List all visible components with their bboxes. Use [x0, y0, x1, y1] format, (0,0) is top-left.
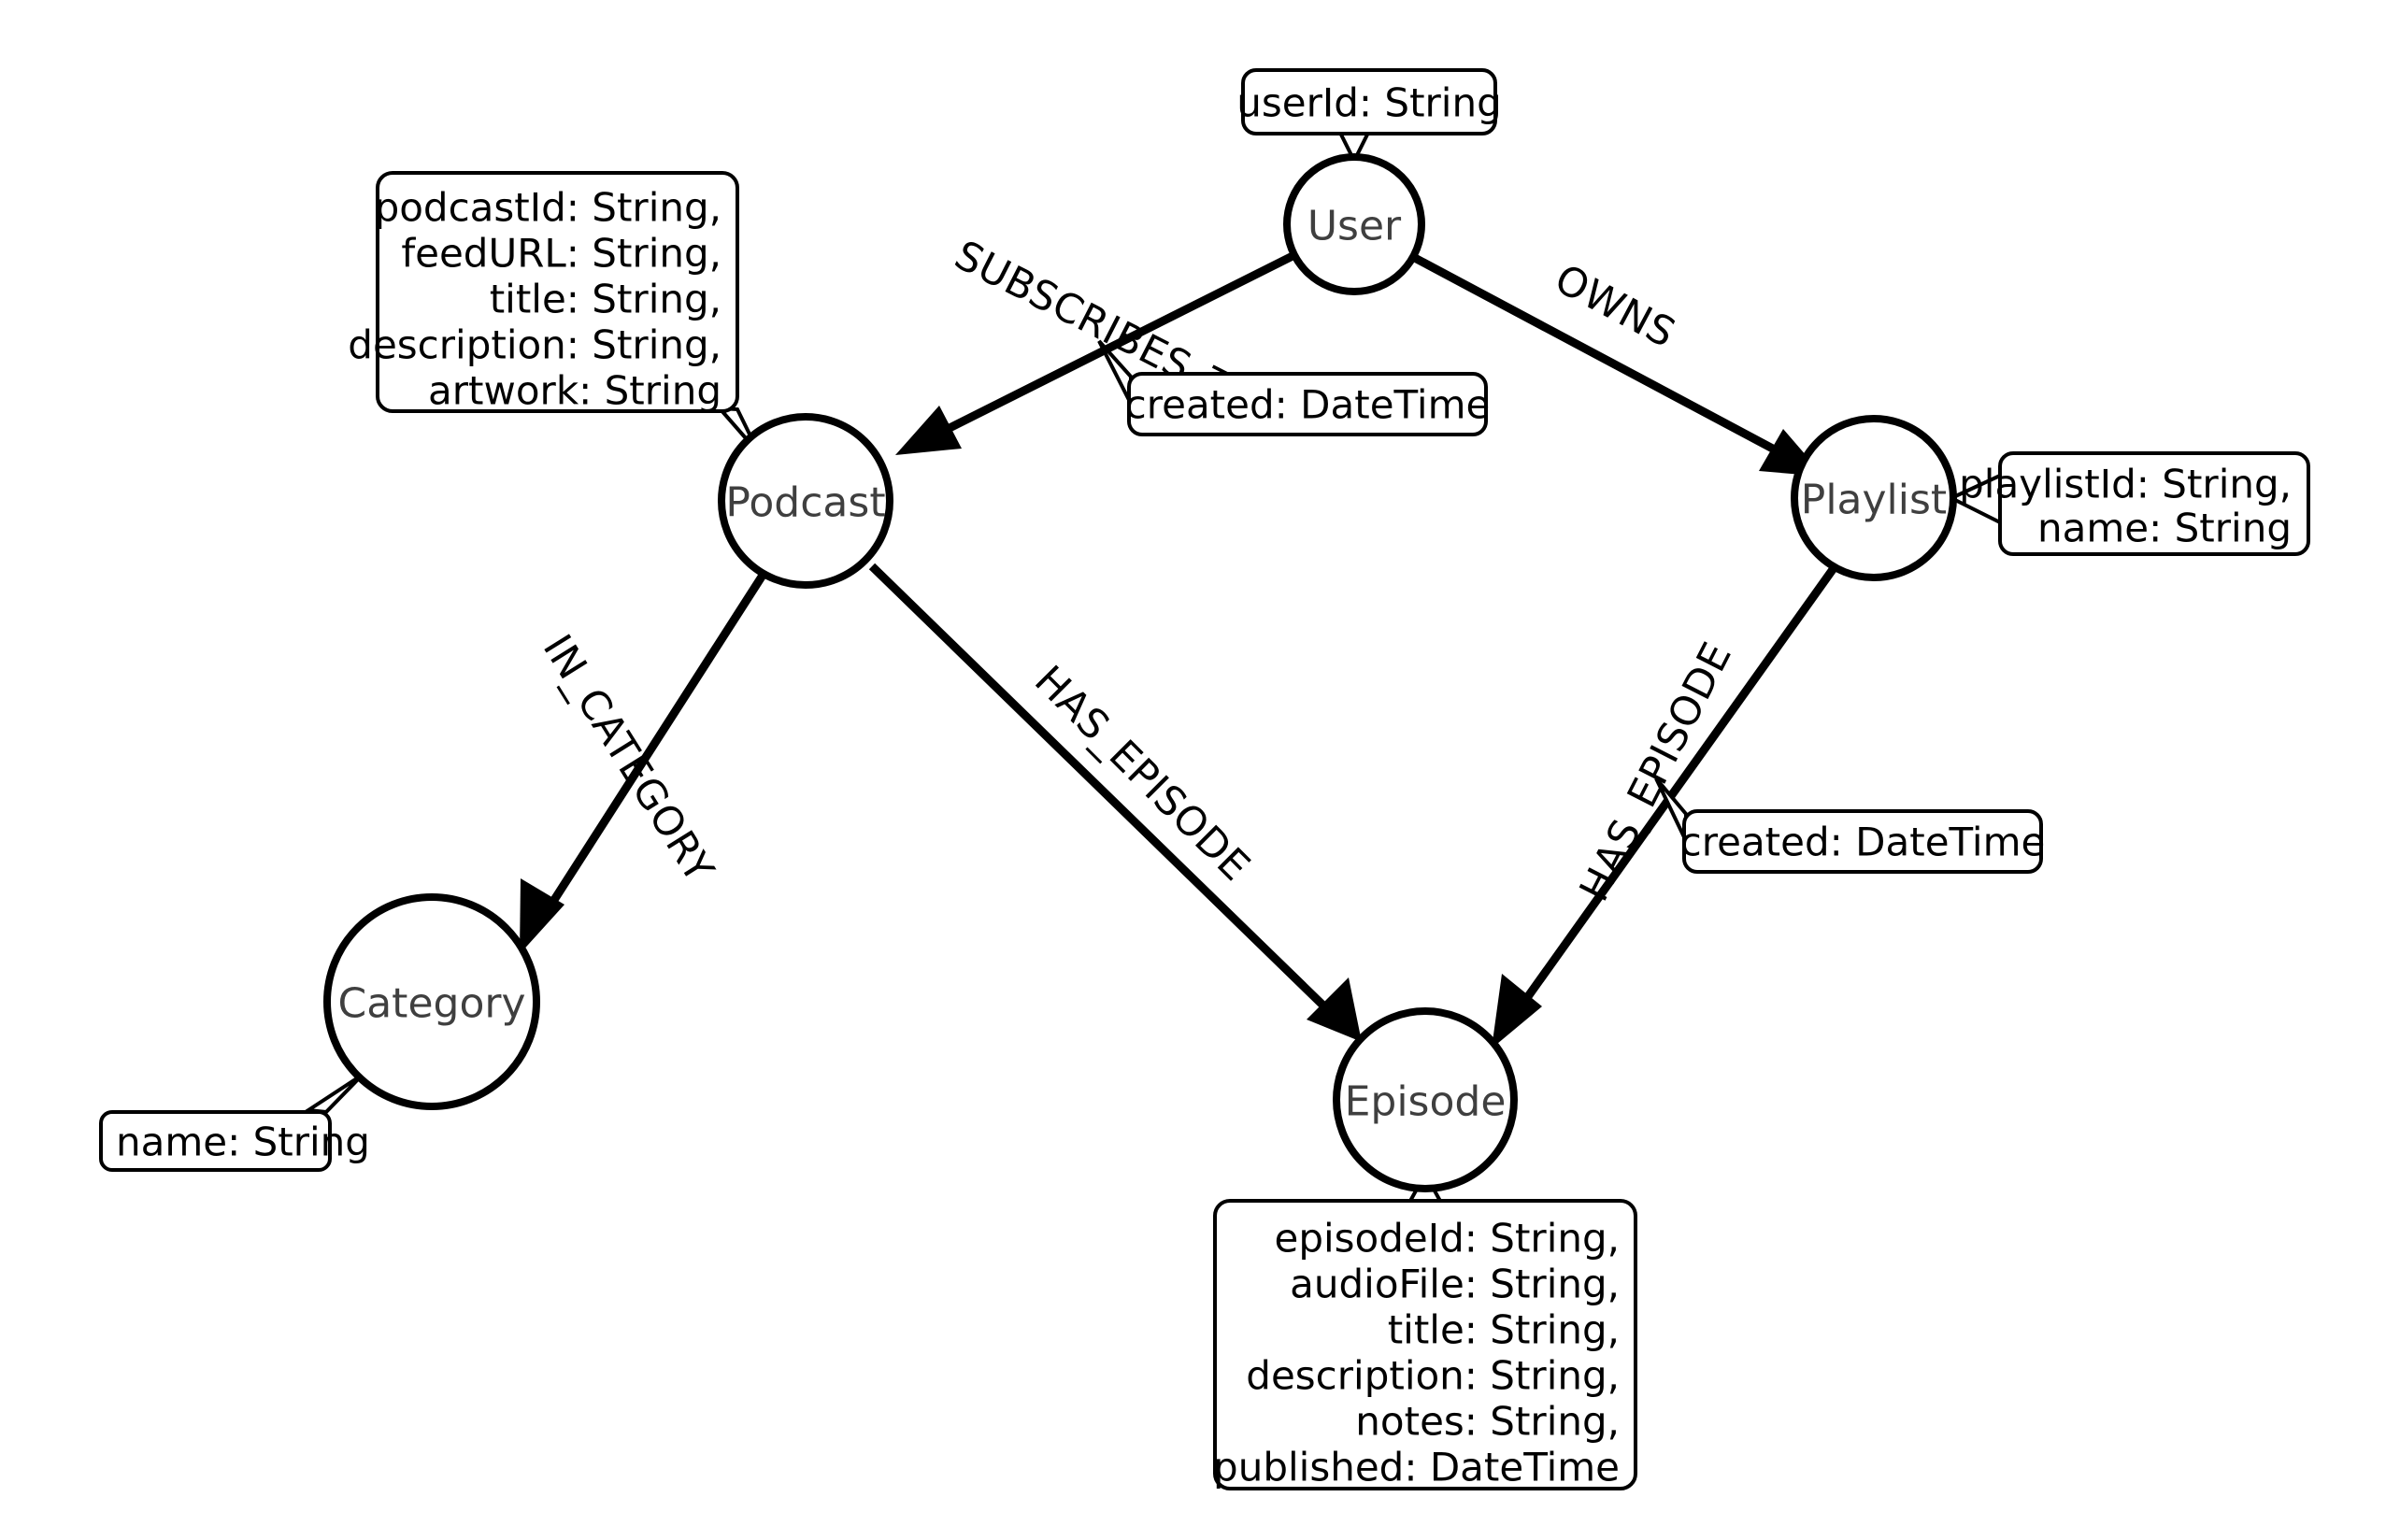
property-box-podcast-shape [376, 171, 739, 413]
property-line-podcastid: podcastId: String, [375, 185, 721, 231]
node-circle-playlist [1791, 415, 1957, 581]
property-line-episode-title: title: String, [1388, 1307, 1620, 1353]
node-user[interactable]: User [1283, 153, 1425, 295]
property-line-feedurl: feedURL: String, [401, 231, 721, 277]
property-box-subscribes-to-shape [1127, 372, 1488, 436]
node-label-playlist: Playlist [1801, 477, 1947, 524]
property-line-has-episode-created: created: DateTime [1680, 820, 2046, 865]
property-line-artwork: artwork: String [428, 368, 721, 414]
property-box-category: name: String [99, 1110, 370, 1172]
property-box-playlist-shape [1998, 451, 2310, 556]
edge-line-owns [1410, 253, 1786, 458]
property-line-audiofile: audioFile: String, [1290, 1262, 1620, 1307]
property-line-episodeid: episodeId: String, [1275, 1216, 1621, 1262]
arrowhead-in-category [520, 878, 564, 954]
arrowhead-has-episode-podcast [1307, 977, 1362, 1042]
property-box-category-shape [99, 1110, 332, 1172]
arrowhead-subscribes-to [895, 406, 962, 455]
property-box-subscribes-to: created: DateTime [1125, 372, 1491, 436]
edge-line-has-episode-podcast [868, 563, 1331, 1013]
node-label-podcast: Podcast [725, 479, 885, 527]
property-box-playlist: playlistId: String, name: String [1959, 451, 2310, 556]
property-line-episode-description: description: String, [1246, 1353, 1620, 1399]
property-line-playlistid: playlistId: String, [1959, 462, 2292, 507]
property-box-has-episode-playlist: created: DateTime [1680, 809, 2046, 874]
property-line-playlist-name: name: String [2037, 506, 2292, 551]
property-box-podcast: podcastId: String, feedURL: String, titl… [348, 171, 739, 414]
edge-has-episode-playlist[interactable] [1492, 565, 1837, 1048]
property-box-user-shape [1241, 68, 1497, 135]
node-podcast[interactable]: Podcast [718, 413, 893, 589]
property-box-episode: episodeId: String, audioFile: String, ti… [1213, 1199, 1637, 1490]
node-label-user: User [1307, 203, 1402, 250]
edge-has-episode-podcast[interactable] [868, 563, 1362, 1042]
node-category[interactable]: Category [323, 893, 540, 1110]
property-box-user: userId: String [1236, 68, 1502, 135]
node-circle-podcast [718, 413, 893, 589]
edge-line-subscribes-to [934, 250, 1297, 439]
arrowhead-has-episode-playlist [1492, 974, 1542, 1048]
property-line-subscribes-created: created: DateTime [1125, 382, 1491, 428]
node-circle-category [323, 893, 540, 1110]
node-episode[interactable]: Episode [1333, 1007, 1518, 1192]
node-circle-user [1283, 153, 1425, 295]
edge-label-has-episode-podcast: HAS_EPISODE [1025, 657, 1259, 891]
edge-in-category[interactable] [520, 571, 767, 954]
node-playlist[interactable]: Playlist [1791, 415, 1957, 581]
edge-subscribes-to[interactable] [895, 250, 1297, 455]
edge-label-in-category: IN_CATEGORY [534, 627, 723, 891]
property-line-published: published: DateTime [1213, 1445, 1620, 1490]
node-circle-episode [1333, 1007, 1518, 1192]
property-line-userid: userId: String [1236, 80, 1502, 126]
property-box-episode-shape [1213, 1199, 1637, 1490]
node-label-episode: Episode [1345, 1078, 1507, 1126]
property-line-category-name: name: String [116, 1119, 370, 1165]
callout-tail-category-props [303, 1073, 364, 1115]
node-label-category: Category [338, 980, 526, 1028]
property-line-podcast-description: description: String, [348, 322, 721, 368]
property-line-notes: notes: String, [1355, 1399, 1620, 1445]
edge-line-has-episode-playlist [1516, 565, 1837, 1011]
edge-line-in-category [542, 571, 767, 916]
property-box-has-episode-playlist-shape [1682, 809, 2043, 874]
property-line-podcast-title: title: String, [490, 277, 721, 322]
